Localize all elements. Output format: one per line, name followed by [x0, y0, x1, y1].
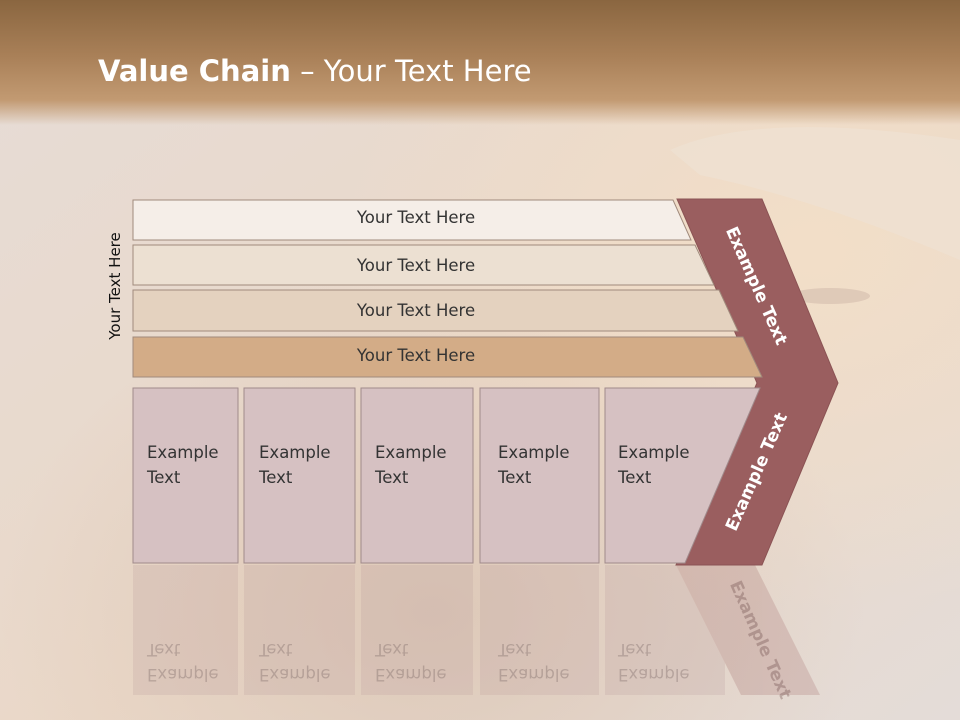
column-text-2-line2: Text [259, 468, 293, 487]
column-text-4-line1: Example [498, 443, 570, 462]
column-reflection-3 [361, 565, 473, 695]
row-bar-4[interactable] [132, 336, 763, 378]
column-reflection-1 [133, 565, 238, 695]
row-bar-2[interactable] [132, 244, 715, 286]
slide-title[interactable]: Value Chain – Your Text Here [98, 54, 532, 88]
column-reflect-3-line2: Text [375, 640, 409, 659]
column-reflection-4 [480, 565, 599, 695]
column-reflect-text-5: Example Text [618, 637, 690, 687]
title-rest-part: – Your Text Here [290, 54, 532, 88]
row-bar-1[interactable] [132, 199, 692, 241]
chevron-arrow[interactable] [675, 198, 839, 566]
row-label-3: Your Text Here [356, 301, 476, 320]
arrow-reflection [676, 565, 820, 695]
row-bar-3[interactable] [132, 289, 739, 332]
column-reflect-text-3: Example Text [375, 637, 447, 687]
column-text-1: Example Text [147, 440, 219, 490]
column-box-2[interactable] [243, 387, 356, 564]
column-text-2-line1: Example [259, 443, 331, 462]
column-box-1[interactable] [132, 387, 239, 564]
column-reflect-2-line2: Text [259, 640, 293, 659]
column-text-1-line2: Text [147, 468, 181, 487]
column-text-1-line1: Example [147, 443, 219, 462]
column-text-5-line2: Text [618, 468, 652, 487]
column-reflect-4-line2: Text [498, 640, 532, 659]
column-reflect-text-2: Example Text [259, 637, 331, 687]
column-reflect-text-4: Example Text [498, 637, 570, 687]
column-box-4[interactable] [479, 387, 600, 564]
column-reflect-1-line2: Text [147, 640, 181, 659]
column-text-3: Example Text [375, 440, 447, 490]
column-text-5: Example Text [618, 440, 690, 490]
column-text-3-line1: Example [375, 443, 447, 462]
column-text-5-line1: Example [618, 443, 690, 462]
column-reflect-4-line1: Example [498, 665, 570, 684]
row-label-4: Your Text Here [356, 346, 476, 365]
column-reflection-2 [244, 565, 355, 695]
row-label-1: Your Text Here [356, 208, 476, 227]
column-reflect-5-line1: Example [618, 665, 690, 684]
column-reflect-5-line2: Text [618, 640, 652, 659]
column-box-5[interactable] [604, 387, 761, 564]
row-label-2: Your Text Here [356, 256, 476, 275]
column-reflect-3-line1: Example [375, 665, 447, 684]
column-text-4-line2: Text [498, 468, 532, 487]
column-text-4: Example Text [498, 440, 570, 490]
column-reflect-2-line1: Example [259, 665, 331, 684]
column-reflect-1-line1: Example [147, 665, 219, 684]
title-bold-part: Value Chain [98, 54, 291, 88]
diagram-reflection [133, 565, 820, 695]
column-text-3-line2: Text [375, 468, 409, 487]
column-reflect-text-1: Example Text [147, 637, 219, 687]
column-text-2: Example Text [259, 440, 331, 490]
title-banner [0, 0, 960, 125]
column-reflection-5 [605, 565, 725, 695]
column-box-3[interactable] [360, 387, 474, 564]
